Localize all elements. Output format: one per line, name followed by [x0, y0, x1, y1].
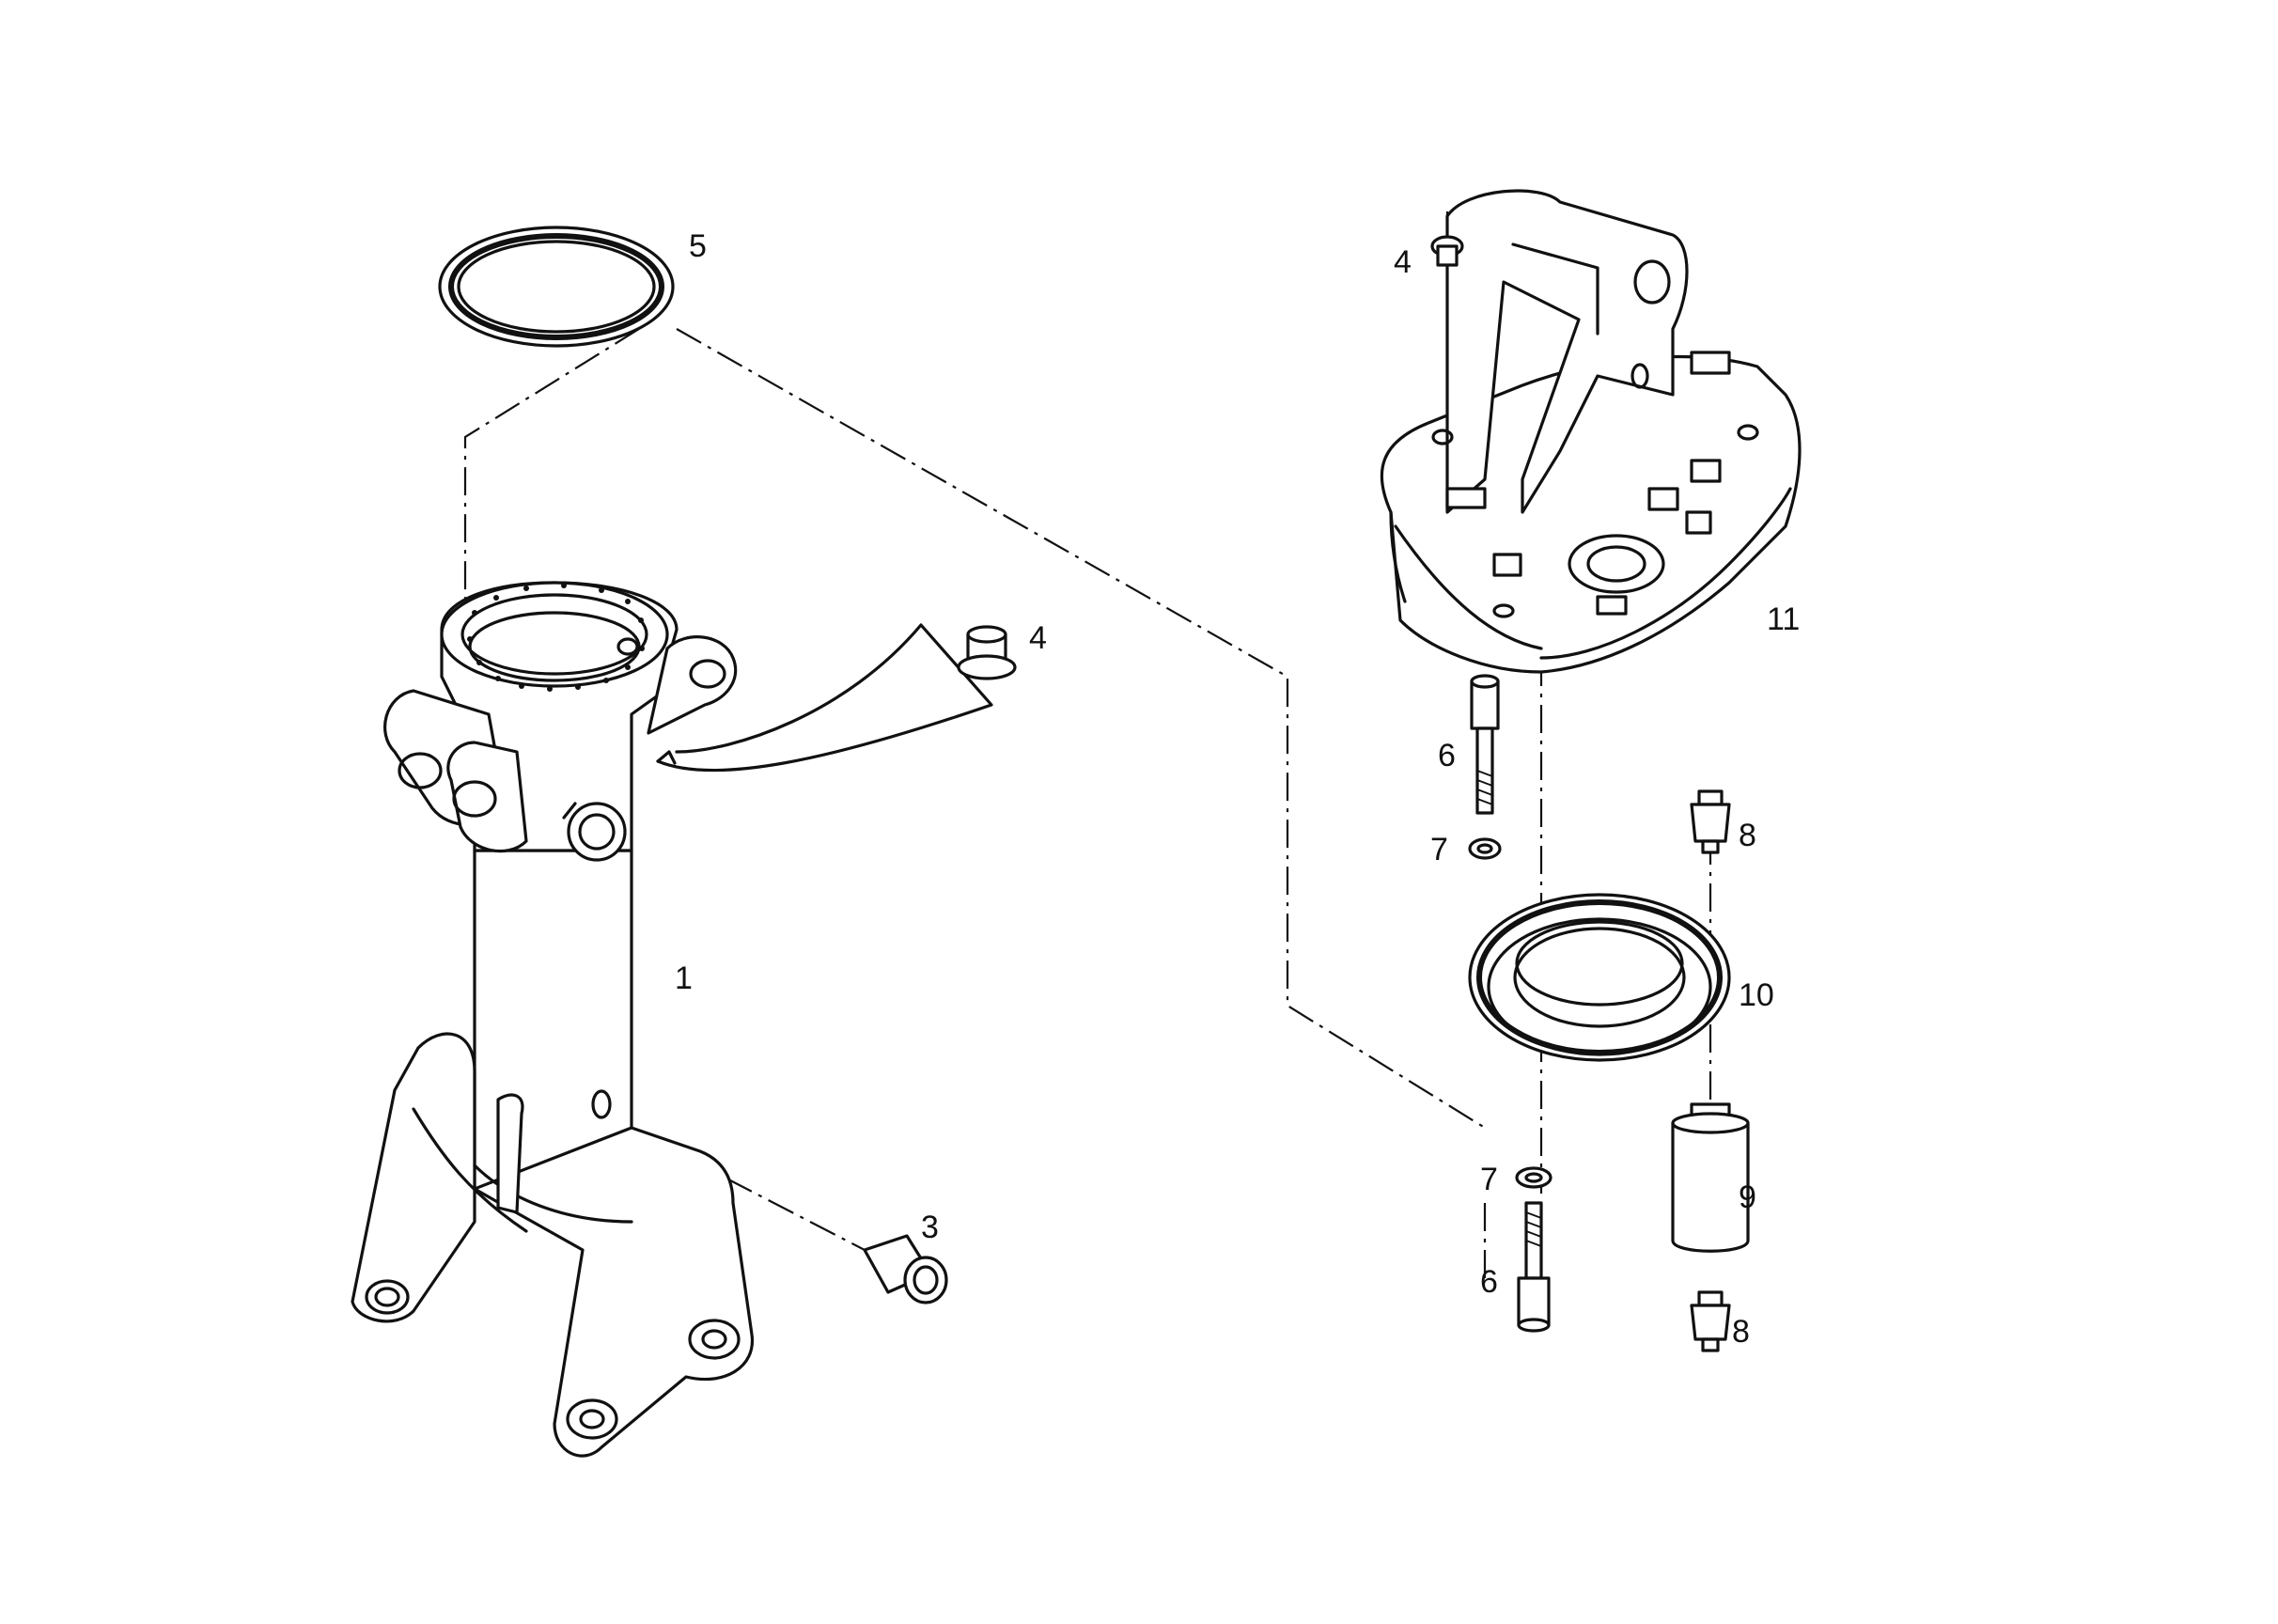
label-part-9: 9	[1739, 1179, 1756, 1215]
part-8-nipple-top	[1690, 789, 1731, 854]
part-7-washer-bottom	[1515, 1166, 1552, 1189]
part-3-bolt	[863, 1234, 948, 1304]
part-labels: 5 4 1 3 4 11 6 7 8 10 7 9 6 8	[675, 228, 1800, 1350]
part-6-screw-top	[1470, 674, 1500, 815]
label-part-5: 5	[689, 228, 707, 264]
part-8-nipple-bottom	[1690, 1290, 1731, 1352]
part-10-slewing-ring	[1468, 893, 1731, 1062]
assembly-lines	[463, 211, 1712, 1278]
label-part-3: 3	[921, 1210, 939, 1245]
label-part-8-top: 8	[1739, 818, 1756, 853]
flange-bolt-holes	[467, 583, 645, 692]
label-part-6-top: 6	[1438, 738, 1456, 773]
label-part-11: 11	[1767, 601, 1800, 637]
part-5-o-ring	[438, 226, 675, 348]
label-part-4-right: 4	[1394, 244, 1412, 280]
label-part-10: 10	[1739, 977, 1774, 1013]
label-part-6-bottom: 6	[1480, 1264, 1498, 1300]
part-9-spacer	[1671, 1102, 1750, 1253]
label-part-8-bottom: 8	[1732, 1314, 1750, 1350]
label-part-7-top: 7	[1430, 832, 1448, 867]
part-6-screw-bottom	[1517, 1201, 1551, 1333]
label-part-4-left: 4	[1029, 620, 1047, 656]
part-4-plug-right	[1430, 235, 1464, 267]
part-4-plug-left	[656, 623, 1017, 773]
label-part-1: 1	[675, 960, 693, 996]
part-11-rotator-plate	[1380, 189, 1802, 674]
part-1-column-housing	[351, 581, 754, 1458]
label-part-7-bottom: 7	[1480, 1162, 1498, 1197]
part-7-washer-top	[1468, 837, 1502, 860]
